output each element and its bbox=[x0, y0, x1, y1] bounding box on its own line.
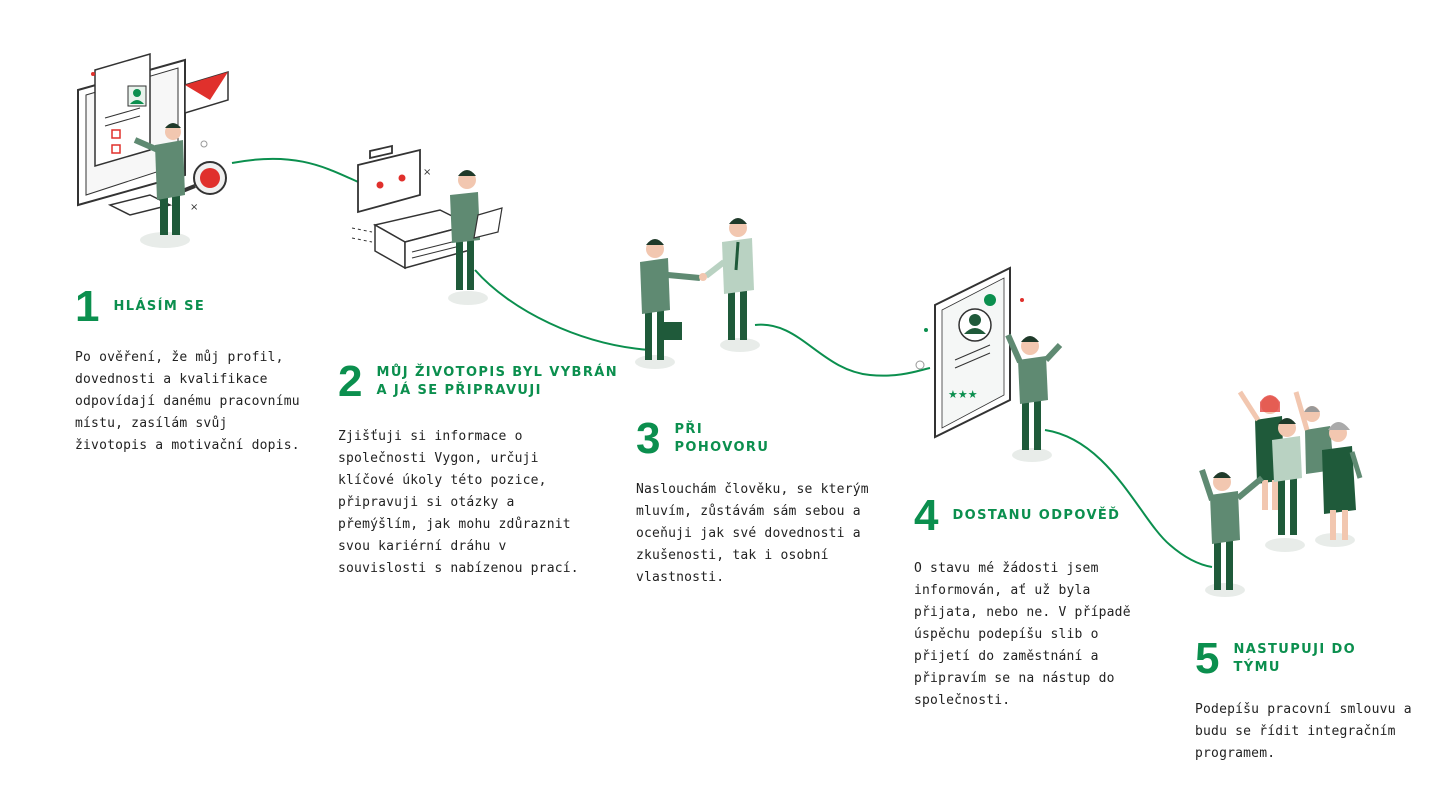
preparation-briefcase-icon: × bbox=[351, 144, 503, 305]
step-2-description: Zjišťuji si informace o společnosti Vygo… bbox=[338, 429, 579, 576]
step-3-number: 3 bbox=[636, 414, 661, 463]
step-1-header: 1 HLÁSÍM SE bbox=[75, 285, 305, 329]
step-4-description: O stavu mé žádosti jsem informován, ať u… bbox=[914, 561, 1131, 708]
approved-profile-icon: ★★★ bbox=[915, 266, 1063, 462]
step-2-number: 2 bbox=[338, 357, 363, 406]
handshake-interview-icon bbox=[635, 218, 760, 369]
step-1-number: 1 bbox=[75, 282, 100, 331]
step-5-number: 5 bbox=[1195, 634, 1220, 683]
svg-text:×: × bbox=[423, 167, 431, 178]
step-5-header: 5 NASTUPUJI DO TÝMU bbox=[1195, 637, 1435, 681]
cv-application-icon: × bbox=[77, 53, 229, 248]
step-5-title: NASTUPUJI DO TÝMU bbox=[1233, 642, 1357, 675]
step-4-header: 4 DOSTANU ODPOVĚĎ bbox=[914, 494, 1144, 538]
step-1-title: HLÁSÍM SE bbox=[113, 299, 206, 314]
team-welcome-icon bbox=[1199, 390, 1363, 597]
step-4: 4 DOSTANU ODPOVĚĎ O stavu mé žádosti jse… bbox=[914, 494, 1144, 712]
step-2: 2 MŮJ ŽIVOTOPIS BYL VYBRÁN A JÁ SE PŘIPR… bbox=[338, 360, 628, 580]
step-1: 1 HLÁSÍM SE Po ověření, že můj profil, d… bbox=[75, 285, 305, 457]
svg-text:×: × bbox=[190, 202, 198, 213]
connector-line bbox=[231, 157, 1213, 568]
step-2-header: 2 MŮJ ŽIVOTOPIS BYL VYBRÁN A JÁ SE PŘIPR… bbox=[338, 360, 628, 404]
step-2-title: MŮJ ŽIVOTOPIS BYL VYBRÁN A JÁ SE PŘIPRAV… bbox=[376, 365, 619, 398]
step-3-description: Naslouchám člověku, se kterým mluvím, zů… bbox=[636, 482, 869, 585]
step-3: 3 PŘI POHOVORU Naslouchám člověku, se kt… bbox=[636, 417, 876, 589]
svg-text:★★★: ★★★ bbox=[948, 388, 978, 401]
step-4-title: DOSTANU ODPOVĚĎ bbox=[952, 508, 1121, 523]
step-3-header: 3 PŘI POHOVORU bbox=[636, 417, 876, 461]
step-4-number: 4 bbox=[914, 491, 939, 540]
step-3-title: PŘI POHOVORU bbox=[674, 422, 770, 455]
step-5: 5 NASTUPUJI DO TÝMU Podepíšu pracovní sm… bbox=[1195, 637, 1435, 765]
step-5-description: Podepíšu pracovní smlouvu a budu se řídi… bbox=[1195, 702, 1412, 761]
step-1-description: Po ověření, že můj profil, dovednosti a … bbox=[75, 350, 300, 453]
